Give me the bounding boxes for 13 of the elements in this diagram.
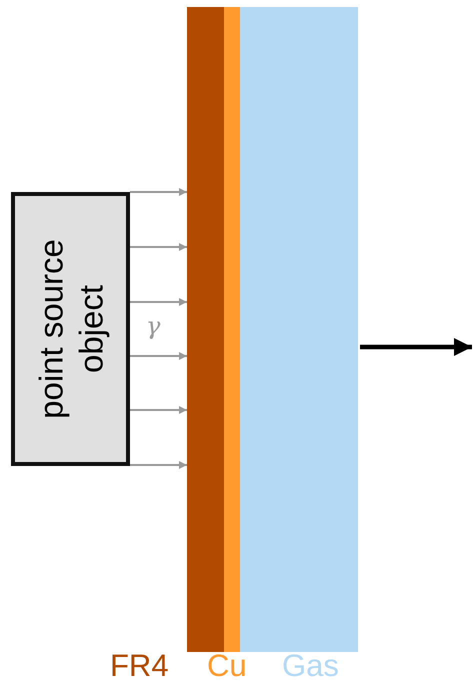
arrow — [130, 243, 187, 251]
symbol-label: γ — [146, 312, 160, 340]
source-text: point source object — [30, 238, 110, 421]
arrow — [130, 188, 187, 196]
layer-label: Gas — [282, 648, 339, 684]
source-box — [11, 192, 130, 466]
arrow — [360, 338, 472, 356]
layer-label: FR4 — [110, 648, 169, 684]
layer-label: Cu — [207, 648, 247, 684]
arrow — [130, 461, 187, 469]
arrow — [130, 352, 187, 360]
arrow — [130, 298, 187, 306]
arrow — [130, 406, 187, 414]
